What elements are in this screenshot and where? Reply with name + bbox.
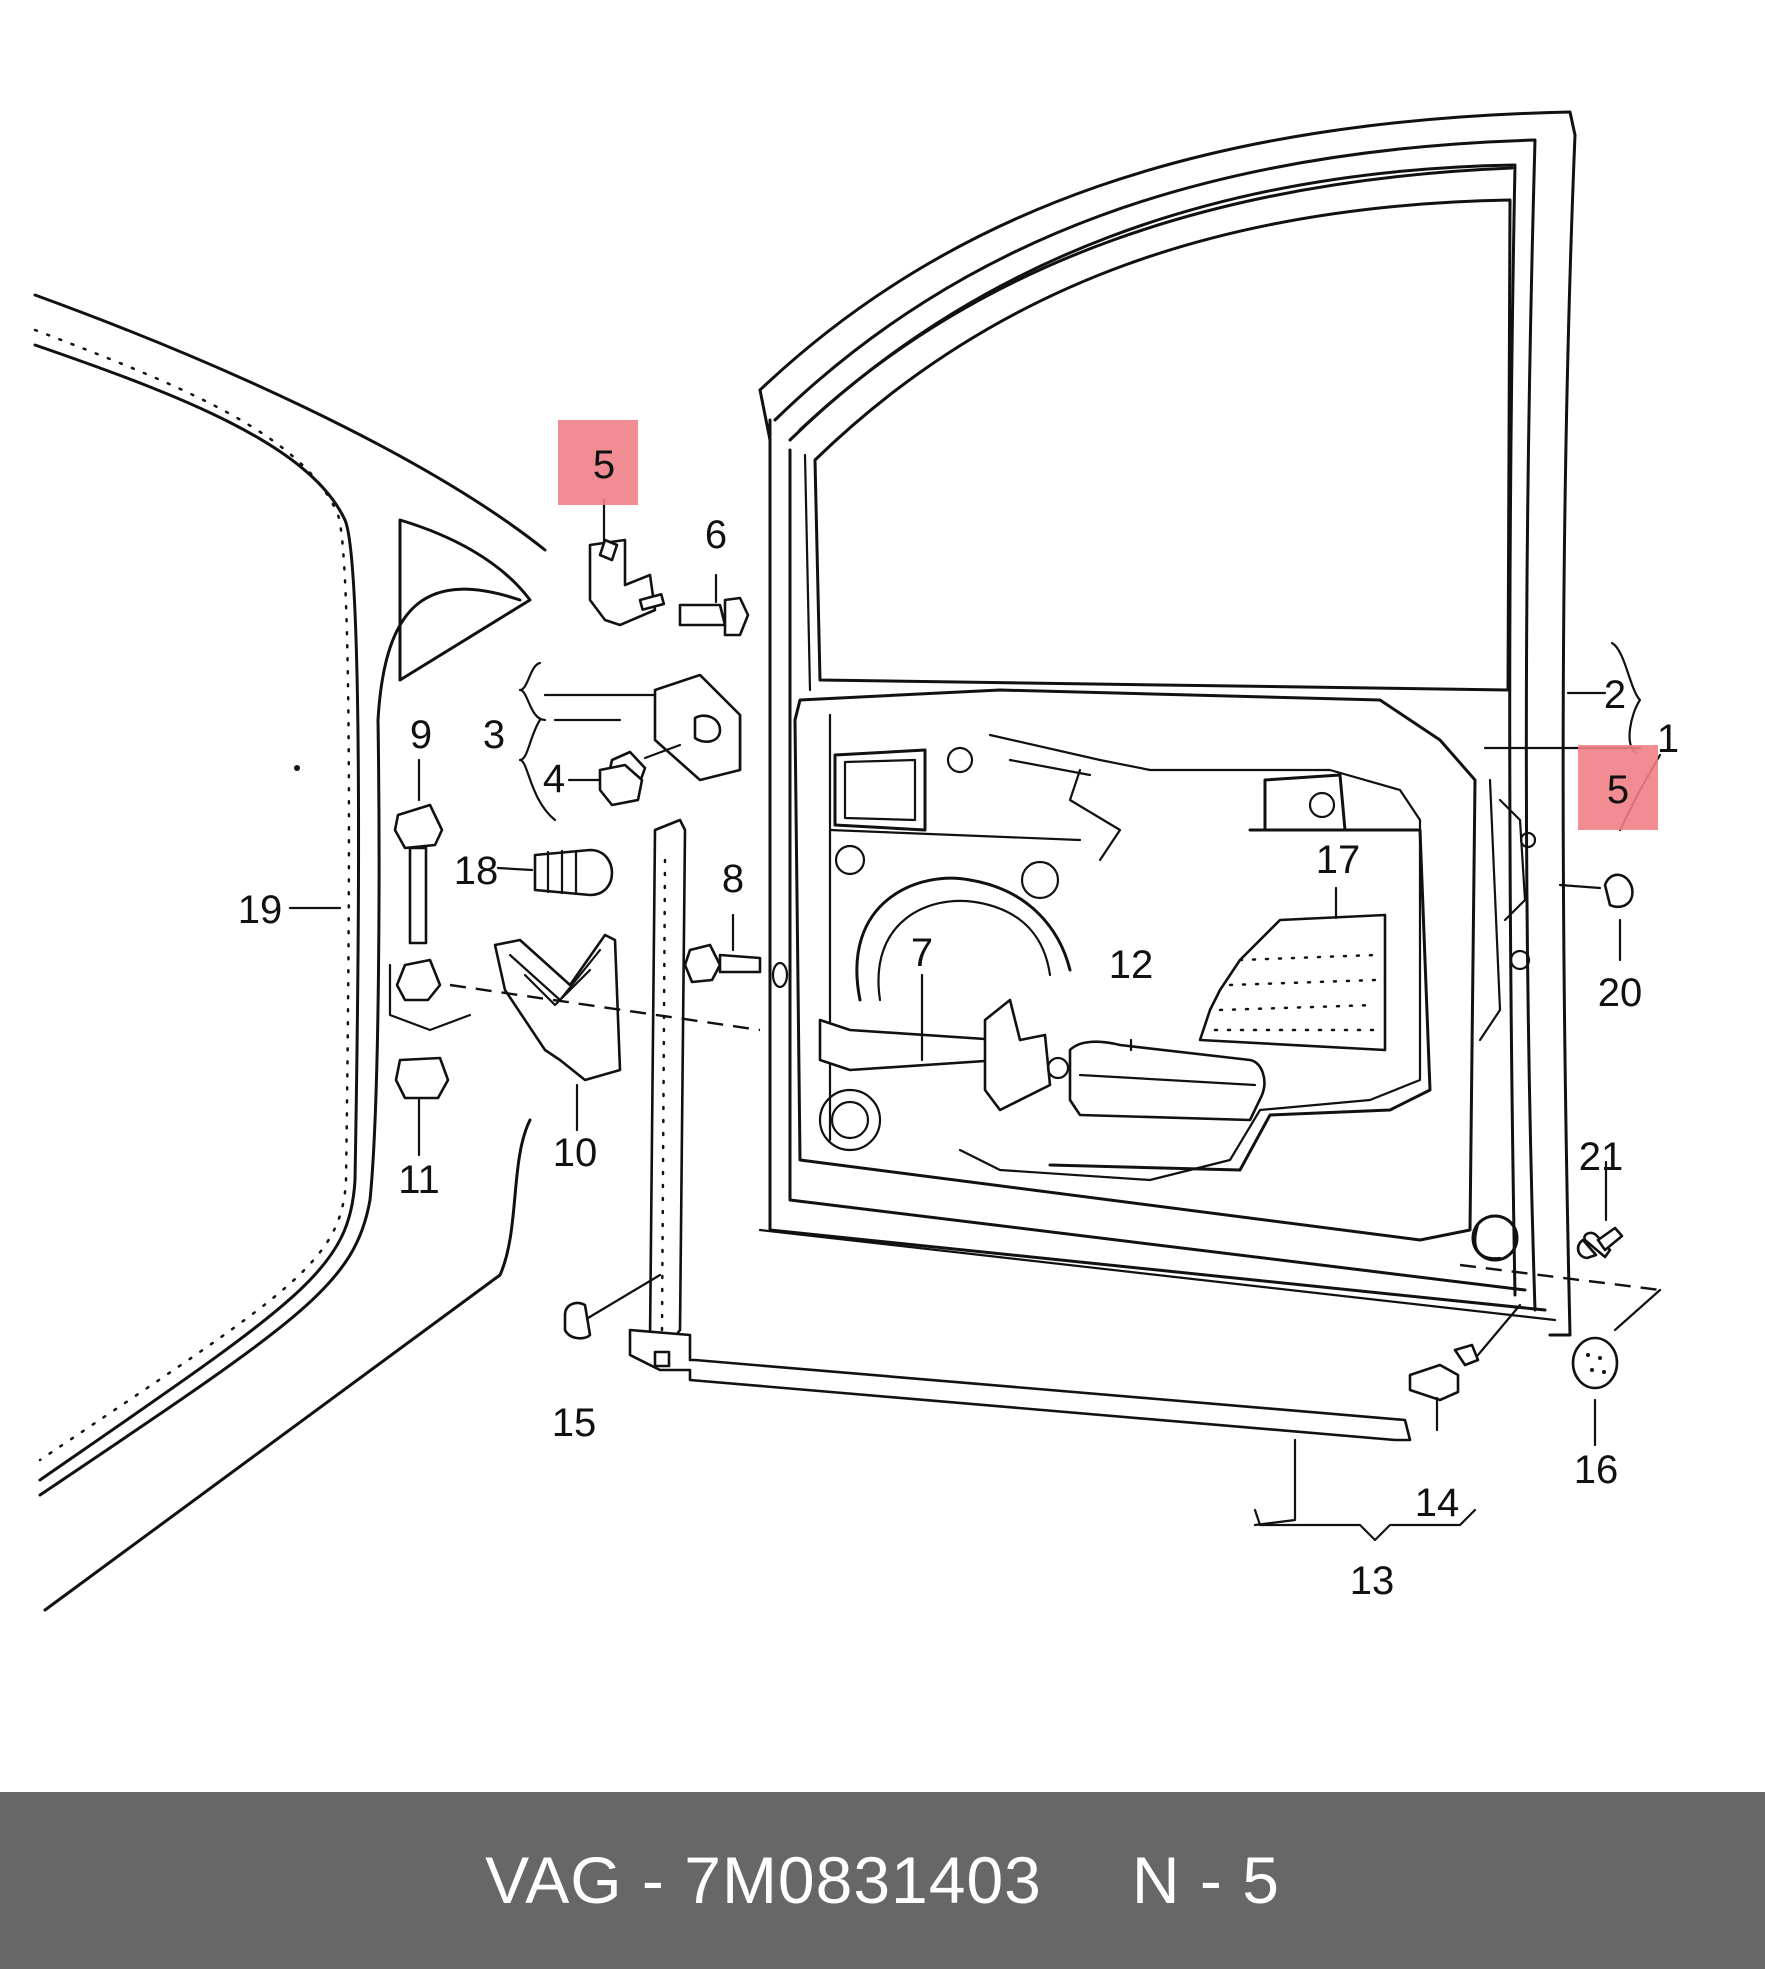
hinge-upper	[588, 538, 750, 637]
callout-15: 15	[552, 1401, 597, 1445]
part-number: 7M0831403	[684, 1843, 1042, 1917]
callout-4: 4	[543, 757, 565, 801]
callout-17: 17	[1316, 838, 1361, 882]
callout-9: 9	[410, 713, 432, 757]
part-info-footer: VAG - 7M0831403 N - 5	[0, 1792, 1765, 1969]
callout-6: 6	[705, 513, 727, 557]
door-shell	[758, 110, 1577, 1337]
hinge-bracket-10	[493, 933, 622, 1082]
callout-20: 20	[1598, 971, 1643, 1015]
callout-18: 18	[454, 849, 499, 893]
clip-14	[1408, 1303, 1522, 1402]
callout-19: 19	[238, 888, 283, 932]
callout-5-left: 5	[593, 443, 615, 487]
door-inner-panel	[793, 688, 1537, 1262]
screw-21	[1576, 1226, 1624, 1260]
callout-2: 2	[1604, 673, 1626, 717]
door-parts-diagram: 1 2 3 4 5 5 6 7 8 9 10 11 12 13 14 15 16…	[33, 110, 1679, 1612]
callout-8: 8	[722, 857, 744, 901]
highlight-box-right	[1578, 745, 1658, 830]
plug-20	[1558, 873, 1634, 909]
door-sill-strip-13	[628, 818, 1412, 1527]
dashed-guides	[449, 983, 1662, 1332]
callout-16: 16	[1574, 1448, 1619, 1492]
bolt-8	[683, 943, 789, 989]
bolt-4	[598, 763, 644, 807]
bolt-9-and-nut-11	[388, 803, 472, 1100]
position-label: N - 5	[1131, 1843, 1280, 1917]
callout-7: 7	[911, 931, 933, 975]
plug-16	[1571, 1336, 1619, 1390]
brand-separator: -	[622, 1843, 685, 1917]
bumper-stop-18	[533, 848, 614, 897]
callout-11: 11	[398, 1158, 440, 1202]
callout-10: 10	[553, 1131, 598, 1175]
clip-15	[563, 1273, 662, 1340]
callout-12: 12	[1109, 943, 1154, 987]
callout-labels: 1 2 3 4 5 5 6 7 8 9 10 11 12 13 14 15 16…	[238, 443, 1679, 1603]
highlight-box-left	[558, 420, 638, 505]
callout-13: 13	[1350, 1559, 1395, 1603]
callout-5-right: 5	[1607, 768, 1629, 812]
callout-1: 1	[1657, 717, 1679, 761]
brand-label: VAG	[485, 1843, 623, 1917]
callout-14: 14	[1415, 1481, 1460, 1525]
callout-3: 3	[483, 713, 505, 757]
hinge-lower	[606, 673, 742, 792]
callout-21: 21	[1579, 1135, 1624, 1179]
car-body-frame	[33, 293, 547, 1612]
